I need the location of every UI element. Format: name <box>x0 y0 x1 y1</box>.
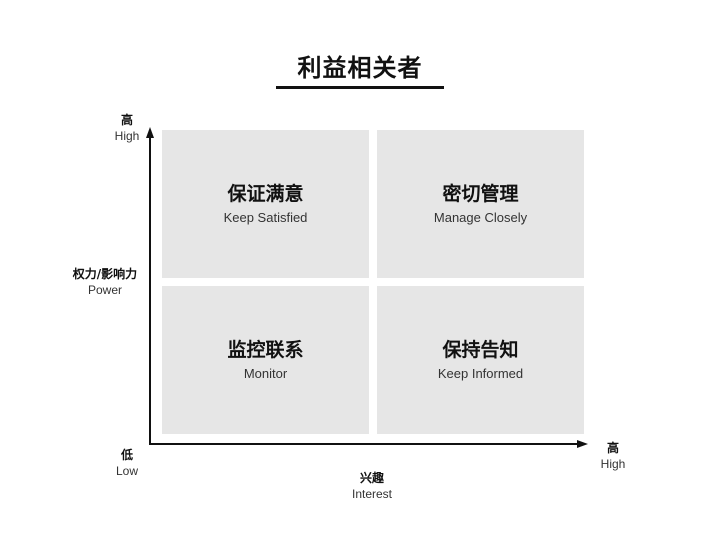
y-axis-title-zh: 权力/影响力 <box>72 267 138 281</box>
quadrant-label-zh: 密切管理 <box>442 183 519 205</box>
x-axis-arrow-icon <box>577 440 588 448</box>
y-high-zh: 高 <box>120 113 133 127</box>
quadrant-label-en: Keep Satisfied <box>223 210 308 225</box>
x-high-zh: 高 <box>606 441 619 455</box>
quadrant-keep-informed: 保持告知 Keep Informed <box>377 286 584 434</box>
y-axis-arrow-icon <box>146 127 154 138</box>
quadrant-keep-satisfied: 保证满意 Keep Satisfied <box>162 130 369 278</box>
quadrant-label-zh: 监控联系 <box>227 339 304 361</box>
diagram-title: 利益相关者 <box>297 54 423 82</box>
x-axis-title: 兴趣 Interest <box>331 470 413 502</box>
y-axis-high-label: 高 High <box>106 112 148 144</box>
quadrant-monitor: 监控联系 Monitor <box>162 286 369 434</box>
y-axis-title: 权力/影响力 Power <box>60 266 150 298</box>
y-low-en: Low <box>115 464 138 478</box>
x-high-en: High <box>600 457 626 471</box>
quadrant-manage-closely: 密切管理 Manage Closely <box>377 130 584 278</box>
x-axis-title-zh: 兴趣 <box>359 471 384 485</box>
x-axis-title-en: Interest <box>351 487 393 501</box>
quadrant-label-zh: 保证满意 <box>227 183 304 205</box>
y-axis-low-label: 低 Low <box>106 447 148 479</box>
y-high-en: High <box>114 129 140 143</box>
quadrant-label-zh: 保持告知 <box>442 339 519 361</box>
quadrant-label-en: Monitor <box>243 366 288 381</box>
quadrant-label-en: Keep Informed <box>437 366 524 381</box>
y-low-zh: 低 <box>120 448 133 462</box>
quadrant-label-en: Manage Closely <box>433 210 528 225</box>
title-underline <box>276 86 444 89</box>
x-axis-high-label: 高 High <box>592 440 634 472</box>
y-axis-title-en: Power <box>87 283 122 297</box>
